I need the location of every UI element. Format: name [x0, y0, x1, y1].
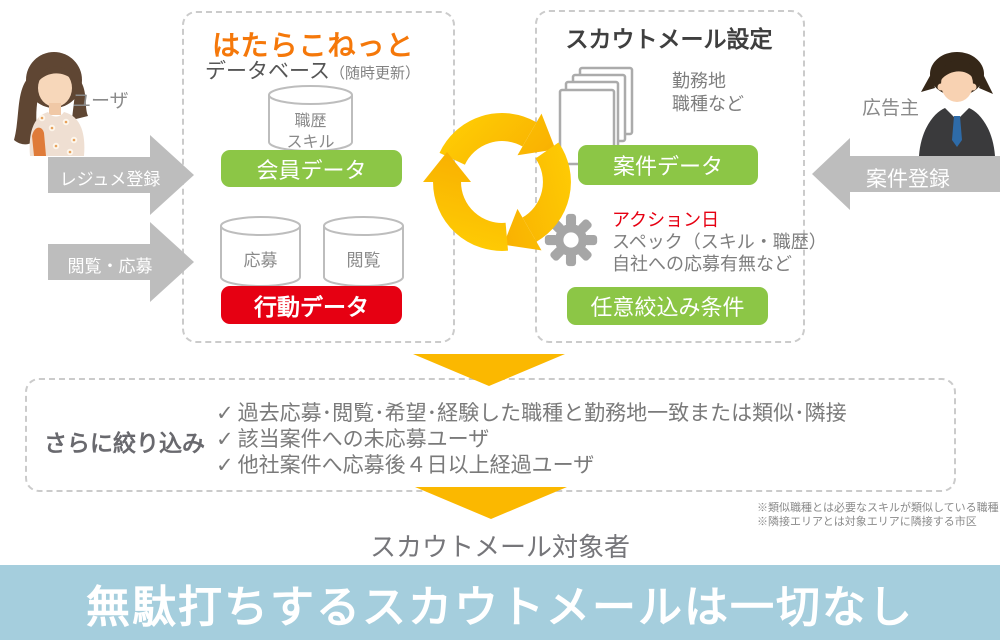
member-data-button: 会員データ	[221, 150, 402, 187]
view-label: 閲覧	[346, 251, 381, 270]
view-cylinder: 閲覧	[323, 215, 404, 288]
database-update-note: （随時更新）	[329, 65, 420, 82]
down-arrow-2	[415, 487, 567, 519]
check-item: ✓過去応募･閲覧･希望･経験した職種と勤務地一致または類似･隣接	[216, 401, 847, 427]
filter-condition-button: 任意絞込み条件	[567, 287, 768, 325]
scoutmail-settings-panel	[535, 10, 805, 343]
documents-stack-icon	[558, 66, 634, 166]
advertiser-label: 広告主	[862, 98, 920, 119]
browse-apply-arrow	[48, 222, 194, 302]
check-icon: ✓	[216, 454, 234, 477]
banner-text: 無駄打ちするスカウトメールは一切なし	[86, 582, 914, 632]
refine-title: さらに絞り込み	[44, 430, 205, 456]
resume-arrow-label: レジュメ登録	[59, 170, 161, 189]
scoutmail-settings-title: スカウトメール設定	[565, 26, 773, 52]
refine-checklist: ✓過去応募･閲覧･希望･経験した職種と勤務地一致または類似･隣接 ✓該当案件への…	[216, 401, 847, 479]
check-item: ✓該当案件への未応募ユーザ	[216, 427, 847, 453]
career-label: 職歴	[294, 113, 327, 130]
cycle-arrows-icon	[420, 108, 584, 256]
browse-arrow-label: 閲覧・応募	[67, 257, 153, 276]
behavior-data-button: 行動データ	[221, 286, 402, 324]
action-date-note: アクション日	[612, 210, 720, 230]
check-item-text: 該当案件への未応募ユーザ	[237, 428, 490, 451]
project-data-button: 案件データ	[578, 145, 758, 185]
check-item-text: 他社案件へ応募後４日以上経過ユーザ	[237, 454, 595, 477]
footnote-adjacent-area: ※隣接エリアとは対象エリアに隣接する市区	[757, 516, 977, 528]
apply-label: 応募	[243, 251, 278, 270]
database-title-line: データベース（随時更新）	[205, 55, 420, 85]
check-icon: ✓	[216, 428, 234, 451]
career-skill-cylinder: 職歴 スキル	[268, 84, 353, 153]
project-register-arrow	[812, 138, 1000, 210]
user-avatar	[14, 52, 88, 156]
apply-cylinder: 応募	[220, 215, 301, 288]
jobtype-note: 職種など	[672, 94, 744, 114]
footnote-similar-job: ※類似職種とは必要なスキルが類似している職種	[757, 502, 999, 514]
check-item-text: 過去応募･閲覧･希望･経験した職種と勤務地一致または類似･隣接	[237, 402, 847, 425]
skill-label: スキル	[286, 134, 335, 151]
database-title: データベース	[205, 60, 330, 83]
advertiser-avatar	[919, 52, 995, 156]
spec-note: スペック（スキル・職歴）	[612, 232, 827, 252]
gear-icon	[544, 213, 598, 267]
scoutmail-target-label: スカウトメール対象者	[369, 532, 630, 562]
register-arrow-label: 案件登録	[866, 168, 950, 191]
check-icon: ✓	[216, 402, 234, 425]
apply-history-note: 自社への応募有無など	[612, 254, 792, 274]
bottom-banner: 無駄打ちするスカウトメールは一切なし	[0, 565, 1000, 640]
footnotes: ※類似職種とは必要なスキルが類似している職種 ※隣接エリアとは対象エリアに隣接す…	[757, 501, 999, 529]
user-label: ユーザ	[72, 91, 129, 112]
resume-register-arrow	[48, 135, 194, 215]
workplace-note: 勤務地	[672, 71, 726, 91]
hataraconet-logo: はたらこねっと	[212, 30, 415, 61]
job-notes: 勤務地 職種など	[672, 70, 744, 116]
down-arrow-1	[413, 354, 565, 386]
filter-notes: アクション日 スペック（スキル・職歴） 自社への応募有無など	[612, 209, 827, 275]
check-item: ✓他社案件へ応募後４日以上経過ユーザ	[216, 453, 847, 479]
